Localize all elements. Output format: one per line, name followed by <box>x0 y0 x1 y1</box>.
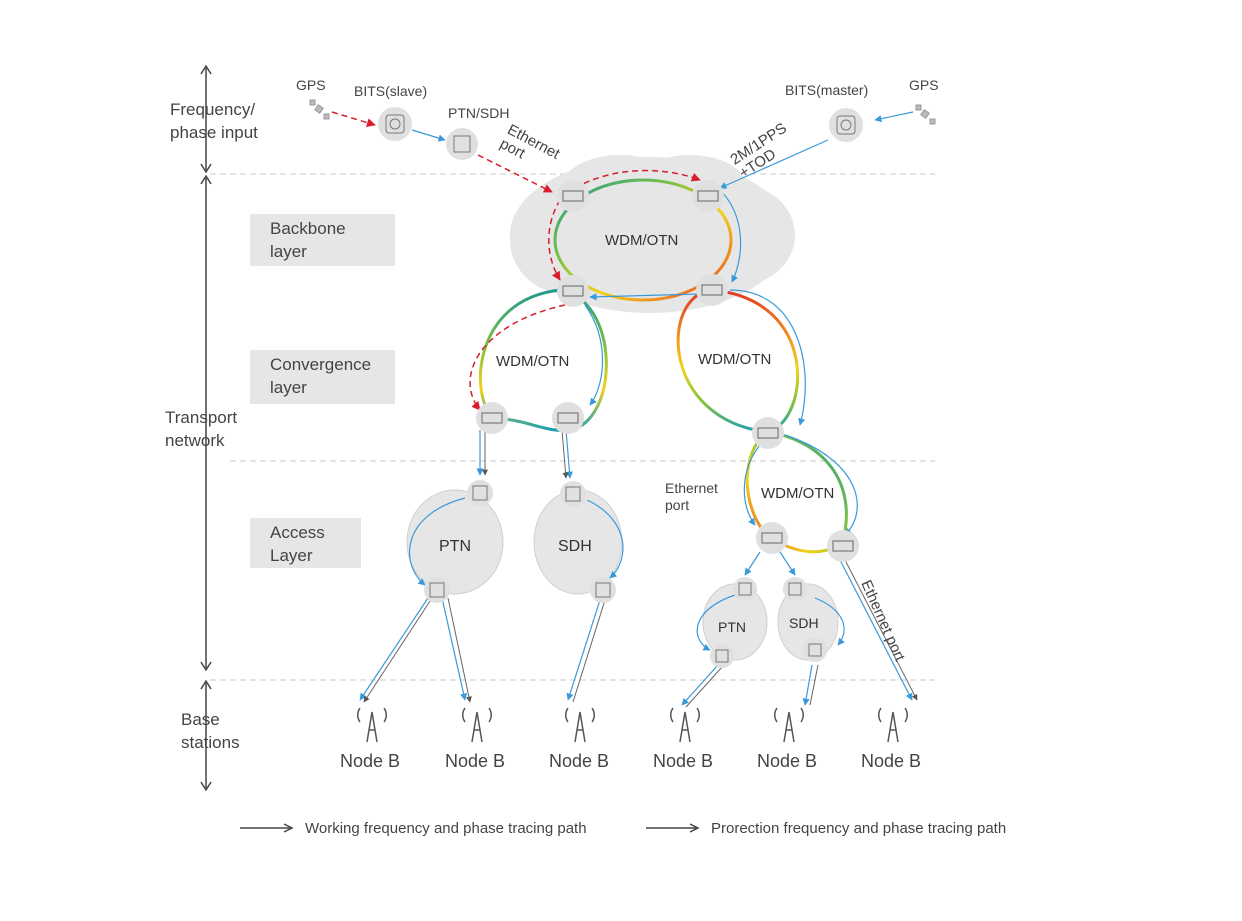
ptn-node-1 <box>467 480 493 506</box>
tower-icon <box>565 707 595 743</box>
ptn-node-3 <box>733 577 757 601</box>
tower-icon <box>670 707 700 743</box>
tower-icon <box>774 707 804 743</box>
bits-slave-node <box>378 107 412 141</box>
sdh-right-cloud <box>777 583 839 661</box>
otn-node-conv-l2 <box>552 402 584 434</box>
node-b-label-4: Node B <box>653 751 714 771</box>
axis-arrows <box>200 64 212 792</box>
access-ring <box>745 430 848 554</box>
sdh-node-4 <box>803 638 827 662</box>
otn-node-conv-r <box>752 417 784 449</box>
ring-label-ptn-right: PTN <box>718 619 746 635</box>
ring-label-access: WDM/OTN <box>761 485 835 502</box>
sdh-node-3 <box>783 577 807 601</box>
conv-left-ring <box>478 288 608 432</box>
sdh-node-1 <box>560 481 586 507</box>
label-frequency-input: Frequency/ phase input <box>170 100 258 142</box>
tower-icon <box>462 707 492 743</box>
otn-node-acc-1 <box>756 522 788 554</box>
ptn-sdh-label: PTN/SDH <box>448 105 510 121</box>
ring-label-conv-right: WDM/OTN <box>698 351 772 368</box>
layer-backbone: Backbone layer <box>250 214 395 266</box>
prot-ptn-to-backbone <box>477 154 553 193</box>
layer-convergence: Convergence layer <box>250 350 395 404</box>
layer-access: Access Layer <box>250 518 361 568</box>
prot-conv-left <box>469 304 566 411</box>
node-b-label-6: Node B <box>861 751 922 771</box>
bits-master-node <box>829 108 863 142</box>
sdh-node-2 <box>590 577 616 603</box>
tower-icon <box>357 707 387 743</box>
node-b-towers <box>357 707 908 743</box>
ptn-node-2 <box>424 577 450 603</box>
satellite-icon-right <box>915 104 936 125</box>
otn-node-bb-br <box>696 274 728 306</box>
ring-label-backbone: WDM/OTN <box>605 232 679 249</box>
node-b-label-1: Node B <box>340 751 401 771</box>
otn-node-bb-tr <box>692 180 724 212</box>
bits-slave-label: BITS(slave) <box>354 83 428 99</box>
node-b-label-5: Node B <box>757 751 818 771</box>
secondary-paths <box>363 429 918 708</box>
satellite-icon-left <box>309 99 330 120</box>
ptn-sdh-node <box>446 128 478 160</box>
ethernet-port-mid-label: Ethernet port <box>665 480 718 513</box>
working-paths <box>359 111 914 706</box>
protection-paths <box>331 111 701 411</box>
bits-master-label: BITS(master) <box>785 82 869 98</box>
ptn-left-cloud <box>406 489 504 595</box>
legend-arrows <box>240 823 700 833</box>
otn-node-conv-l1 <box>476 402 508 434</box>
tower-icon <box>878 707 908 743</box>
label-transport-network: Transport network <box>165 408 238 450</box>
otn-node-bb-tl <box>557 180 589 212</box>
ring-label-sdh-right: SDH <box>789 615 819 631</box>
ptn-node-4 <box>710 644 734 668</box>
ring-label-conv-left: WDM/OTN <box>496 353 570 370</box>
legend-protection-label: Prorection frequency and phase tracing p… <box>711 820 1007 837</box>
ring-label-ptn-left: PTN <box>439 538 471 555</box>
label-base-stations: Base stations <box>181 710 240 752</box>
access-subrings <box>406 489 839 661</box>
ring-label-sdh-left: SDH <box>558 538 592 555</box>
backbone-ring <box>553 178 733 302</box>
gps-right-label: GPS <box>909 77 939 93</box>
node-b-label-2: Node B <box>445 751 506 771</box>
prot-backbone-left <box>548 199 561 281</box>
legend-working-label: Working frequency and phase tracing path <box>305 820 587 837</box>
equipment-nodes <box>378 107 863 668</box>
otn-node-bb-bl <box>557 275 589 307</box>
rings <box>478 178 848 554</box>
prot-backbone-top <box>574 169 701 189</box>
node-b-label-3: Node B <box>549 751 610 771</box>
prot-gps-bits <box>331 111 376 127</box>
gps-left-label: GPS <box>296 77 326 93</box>
otn-node-acc-2 <box>827 530 859 562</box>
